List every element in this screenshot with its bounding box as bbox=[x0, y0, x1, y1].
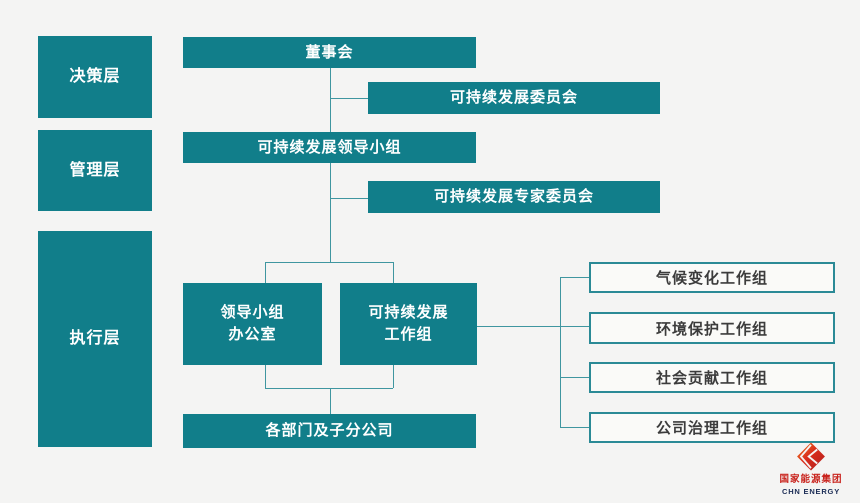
logo-name-en: CHN ENERGY bbox=[781, 486, 840, 496]
chn-energy-logo-icon bbox=[797, 442, 825, 471]
logo-name-cn: 国家能源集团 bbox=[779, 474, 843, 485]
node-sd-expert-committee: 可持续发展专家委员会 bbox=[368, 181, 660, 213]
node-workgroup-social: 社会贡献工作组 bbox=[589, 362, 835, 393]
connector-merge-bar-bottom bbox=[265, 388, 393, 389]
layer-box-execution: 执行层 bbox=[38, 231, 152, 447]
node-sd-leading-group: 可持续发展领导小组 bbox=[183, 132, 476, 163]
node-departments: 各部门及子分公司 bbox=[183, 414, 476, 448]
connector-branch-sd-committee bbox=[330, 98, 368, 99]
connector-workgroups-spine bbox=[560, 277, 561, 428]
connector-stub-office-bottom bbox=[265, 365, 266, 388]
layer-box-management: 管理层 bbox=[38, 130, 152, 211]
connector-branch-expert-committee bbox=[330, 198, 368, 199]
connector-split-bar-top bbox=[265, 262, 393, 263]
node-workgroup-environment: 环境保护工作组 bbox=[589, 312, 835, 344]
chn-energy-logo: 国家能源集团 CHN ENERGY bbox=[772, 441, 850, 495]
connector-stub-working-group-top bbox=[393, 262, 394, 283]
node-sd-working-group: 可持续发展 工作组 bbox=[340, 283, 477, 365]
connector-stub-governance bbox=[560, 427, 589, 428]
connector-stub-office-top bbox=[265, 262, 266, 283]
layer-box-decision: 决策层 bbox=[38, 36, 152, 118]
node-leading-group-office: 领导小组 办公室 bbox=[183, 283, 322, 365]
node-board: 董事会 bbox=[183, 37, 476, 68]
node-sd-committee: 可持续发展委员会 bbox=[368, 82, 660, 114]
connector-stub-climate bbox=[560, 277, 589, 278]
connector-leading-group-down bbox=[330, 163, 331, 262]
node-workgroup-climate: 气候变化工作组 bbox=[589, 262, 835, 293]
node-workgroup-governance: 公司治理工作组 bbox=[589, 412, 835, 443]
connector-stub-social bbox=[560, 377, 589, 378]
connector-working-group-to-right bbox=[477, 326, 589, 327]
connector-board-to-leading-group bbox=[330, 68, 331, 132]
connector-stub-working-group-bottom bbox=[393, 365, 394, 388]
connector-to-departments bbox=[330, 388, 331, 414]
